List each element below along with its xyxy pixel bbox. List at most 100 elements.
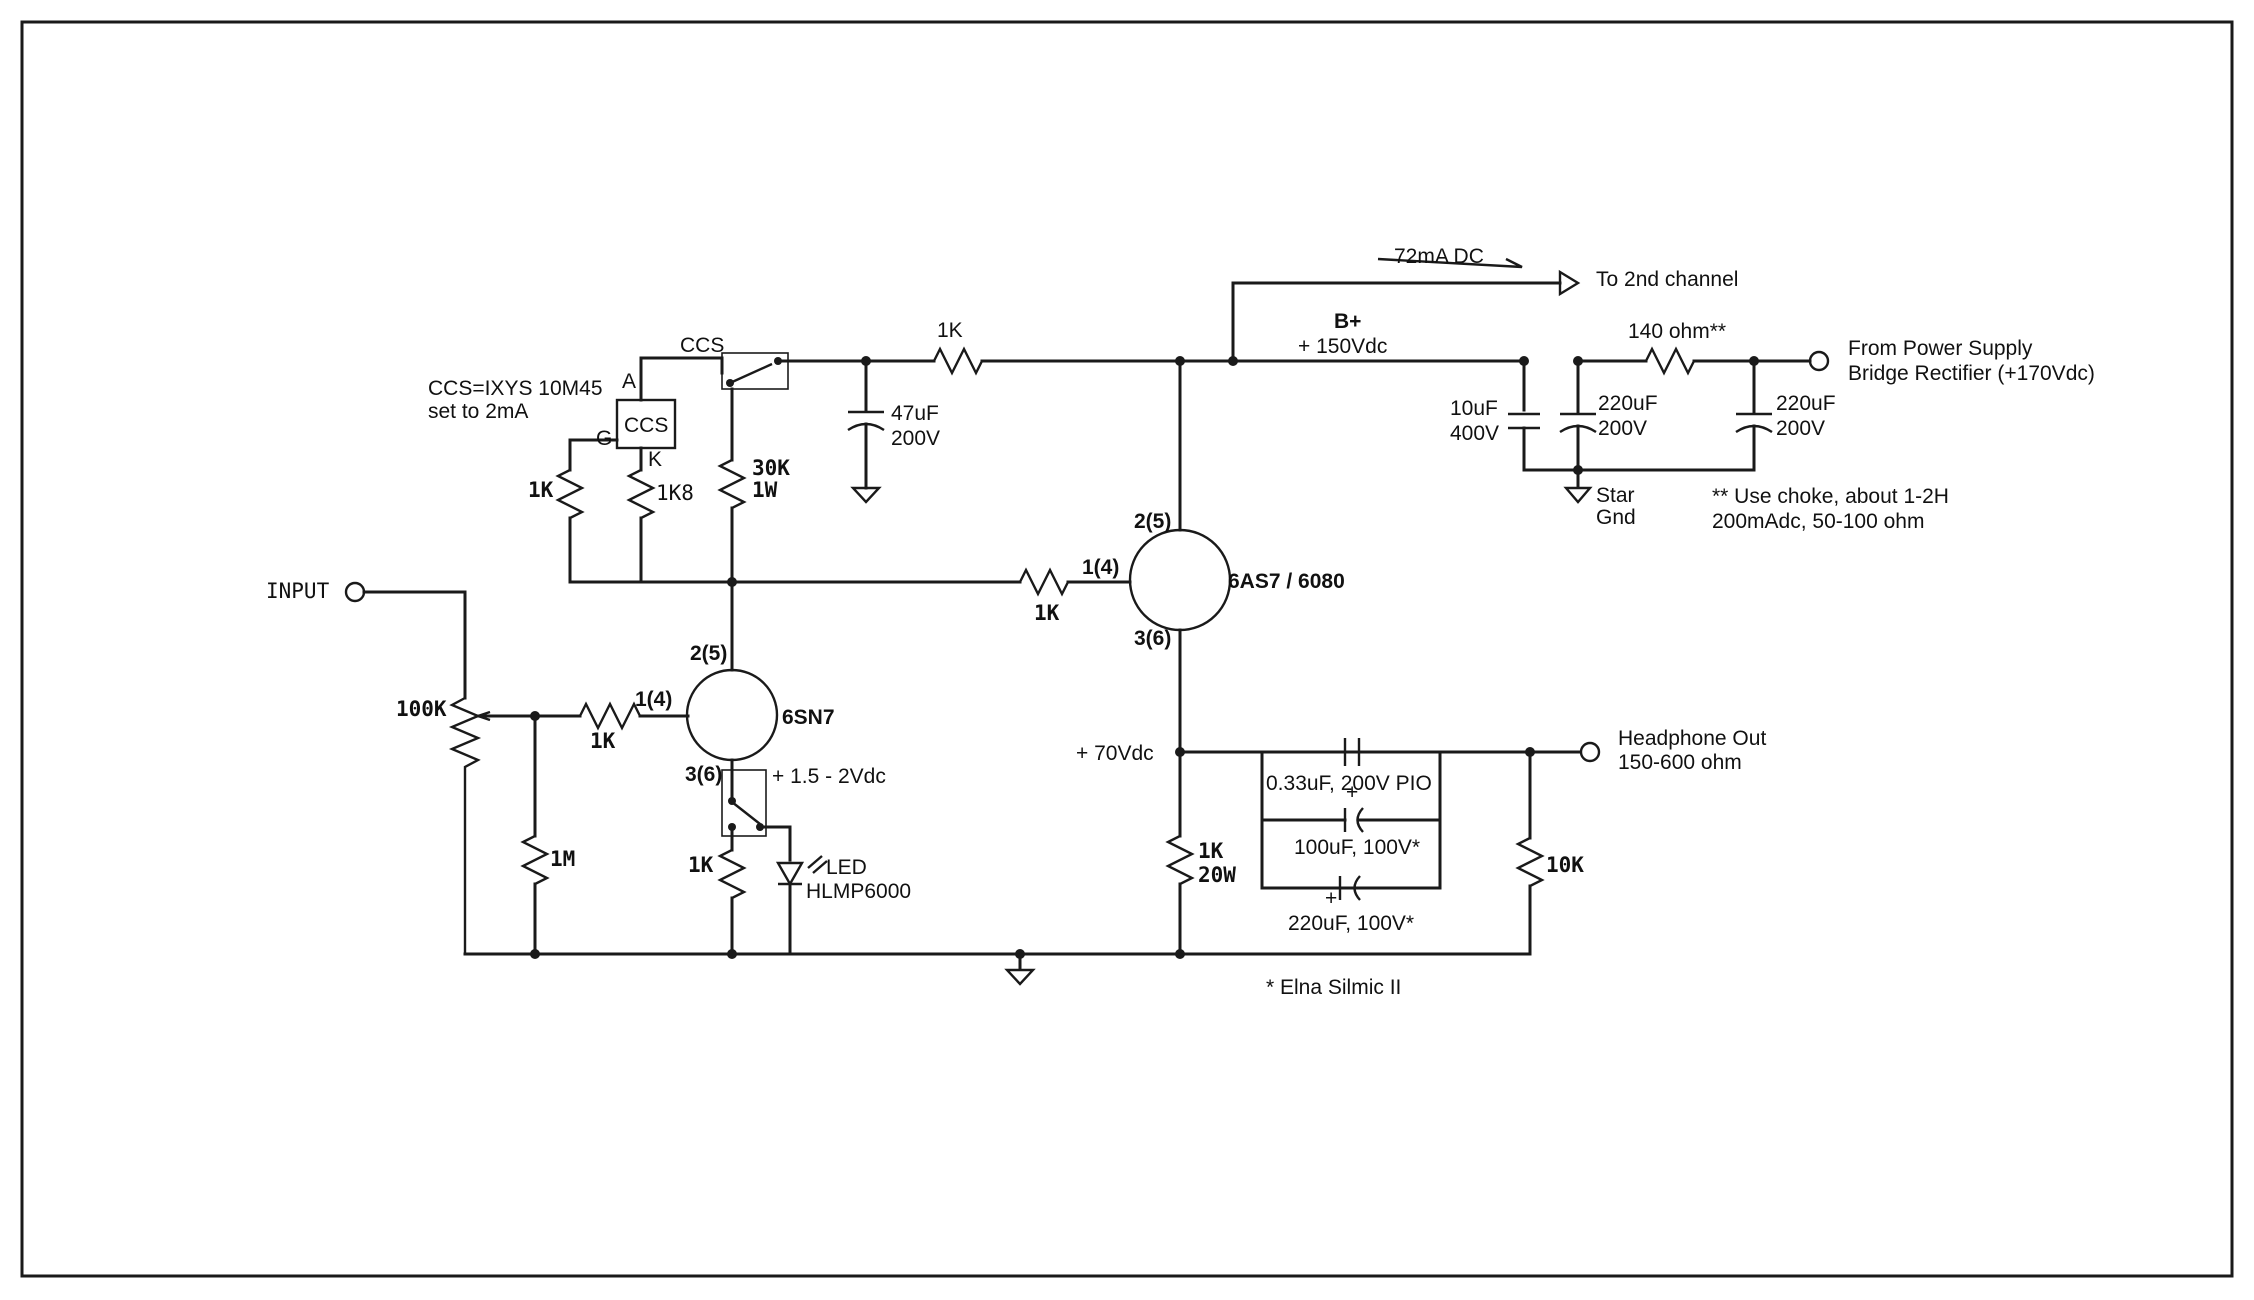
ccs-note-line1: CCS=IXYS 10M45	[428, 377, 603, 400]
resistor-140-ohm	[1644, 346, 1696, 376]
ccs-block	[555, 352, 1022, 587]
resistor-1k-20w	[1165, 834, 1195, 886]
cap-10uf-label-1: 10uF	[1450, 397, 1498, 420]
resistor-20w-label-2: 20W	[1198, 863, 1236, 887]
resistor-30k-label-1: 30K	[752, 456, 790, 480]
cap-100-plus: +	[1346, 781, 1358, 804]
tube-6sn7-cathode-pin: 3(6)	[685, 763, 722, 786]
second-channel-label: To 2nd channel	[1596, 268, 1738, 291]
ccs-top-label: CCS	[680, 334, 724, 357]
headphone-label-2: 150-600 ohm	[1618, 751, 1742, 774]
resistor-10k-label: 10K	[1546, 853, 1584, 877]
cap-100uf	[1343, 807, 1364, 833]
headphone-label-1: Headphone Out	[1618, 727, 1766, 750]
resistor-cathode-6sn7	[717, 848, 747, 900]
cap-220a-label-2: 200V	[1598, 417, 1647, 440]
led-label-2: HLMP6000	[806, 880, 911, 903]
output-stage	[1165, 738, 1601, 956]
resistor-30k-label-2: 1W	[752, 478, 778, 502]
tube-6as7-plate-pin: 2(5)	[1134, 510, 1171, 533]
cap-220b-label-2: 200V	[1776, 417, 1825, 440]
cathode-switch-box	[721, 769, 767, 837]
grid-leak-label: 1M	[550, 847, 575, 871]
cap-220b-label-1: 220uF	[1776, 392, 1836, 415]
ccs-k-resistor-label: 1K8	[656, 481, 694, 505]
resistor-140-label: 140 ohm**	[1628, 320, 1726, 343]
ccs-pin-g: G	[596, 427, 612, 450]
resistor-20w-label-1: 1K	[1198, 839, 1224, 863]
pot-100k	[448, 696, 482, 954]
tube-6as7-grid-pin: 1(4)	[1082, 556, 1119, 579]
star-ground-symbol	[1563, 486, 1593, 504]
bplus-label: B+	[1334, 310, 1361, 333]
pot-label: 100K	[396, 697, 447, 721]
resistor-supply-1k-group	[864, 346, 1526, 376]
cap-10uf-label-2: 400V	[1450, 422, 1499, 445]
resistor-ccs-gate	[555, 468, 585, 520]
cap-47uf	[847, 356, 885, 504]
choke-note-2: 200mAdc, 50-100 ohm	[1712, 510, 1924, 533]
resistor-grid-6sn7	[578, 701, 642, 731]
diagram-frame	[20, 20, 2234, 1278]
ccs-box	[615, 398, 677, 450]
input-terminal	[344, 581, 366, 603]
led-arrows	[807, 855, 828, 874]
tube-6as7-cathode-pin: 3(6)	[1134, 627, 1171, 650]
cap-220out-label: 220uF, 100V*	[1288, 912, 1414, 935]
resistor-grid-6as7	[1018, 567, 1070, 597]
second-channel-arrow	[1558, 269, 1581, 297]
ground-symbol-47uf	[850, 486, 882, 504]
cap-220a-label-1: 220uF	[1598, 392, 1658, 415]
cathode-6sn7	[717, 769, 828, 956]
cap-pio	[1343, 738, 1361, 766]
tube-6sn7-grid-pin: 1(4)	[635, 688, 672, 711]
tube-6sn7-name: 6SN7	[782, 706, 835, 729]
led-symbol	[775, 861, 805, 887]
ground-symbol-main	[1004, 968, 1036, 986]
ccs-pin-k: K	[648, 448, 662, 471]
tube-6sn7-plate-pin: 2(5)	[690, 642, 727, 665]
elna-note: * Elna Silmic II	[1266, 976, 1401, 999]
second-channel-feed	[1231, 257, 1581, 363]
resistor-30k	[717, 458, 747, 510]
cap-220out-plus: +	[1325, 887, 1337, 910]
choke-note-1: ** Use choke, about 1-2H	[1712, 485, 1949, 508]
ccs-pin-a: A	[622, 370, 636, 393]
cap-10uf	[1508, 412, 1540, 430]
psu-filter	[1508, 346, 1830, 504]
ccs-gate-resistor-label: 1K	[528, 478, 554, 502]
supply-label-1: From Power Supply	[1848, 337, 2033, 360]
tube-6sn7	[685, 580, 779, 804]
headphone-terminal	[1579, 741, 1601, 763]
supply-resistor-label: 1K	[937, 319, 963, 342]
input-stage	[344, 581, 690, 959]
input-label: INPUT	[266, 579, 330, 603]
led-label-1: LED	[826, 856, 867, 879]
cap-47uf-label-2: 200V	[891, 427, 940, 450]
resistor-grid-leak	[520, 834, 550, 886]
bplus-voltage: + 150Vdc	[1298, 335, 1387, 358]
ccs-switch-box	[721, 352, 789, 390]
star-gnd-label-1: Star	[1596, 484, 1635, 507]
ccs-box-label: CCS	[624, 414, 668, 437]
tube-6as7-name: 6AS7 / 6080	[1228, 570, 1345, 593]
ground-bus	[463, 884, 1532, 956]
cap-pio-label: 0.33uF, 200V PIO	[1266, 772, 1432, 795]
output-node-voltage: + 70Vdc	[1076, 742, 1154, 765]
cap-220uf-out	[1338, 875, 1361, 901]
supply-terminal	[1808, 350, 1830, 372]
supply-label-2: Bridge Rectifier (+170Vdc)	[1848, 362, 2095, 385]
ccs-note-line2: set to 2mA	[428, 400, 528, 423]
grid-resistor-6as7-label: 1K	[1034, 601, 1060, 625]
star-gnd-label-2: Gnd	[1596, 506, 1636, 529]
cap-47uf-label-1: 47uF	[891, 402, 939, 425]
grid-resistor-6sn7-label: 1K	[590, 729, 616, 753]
cathode-resistor-label: 1K	[688, 853, 714, 877]
resistor-10k	[1515, 836, 1545, 888]
resistor-supply-1k	[932, 346, 984, 376]
tube-6as7	[1016, 360, 1232, 754]
resistor-ccs-k	[626, 468, 656, 520]
cap-100-label: 100uF, 100V*	[1294, 836, 1420, 859]
tube-6sn7-cathode-voltage: + 1.5 - 2Vdc	[772, 765, 886, 788]
